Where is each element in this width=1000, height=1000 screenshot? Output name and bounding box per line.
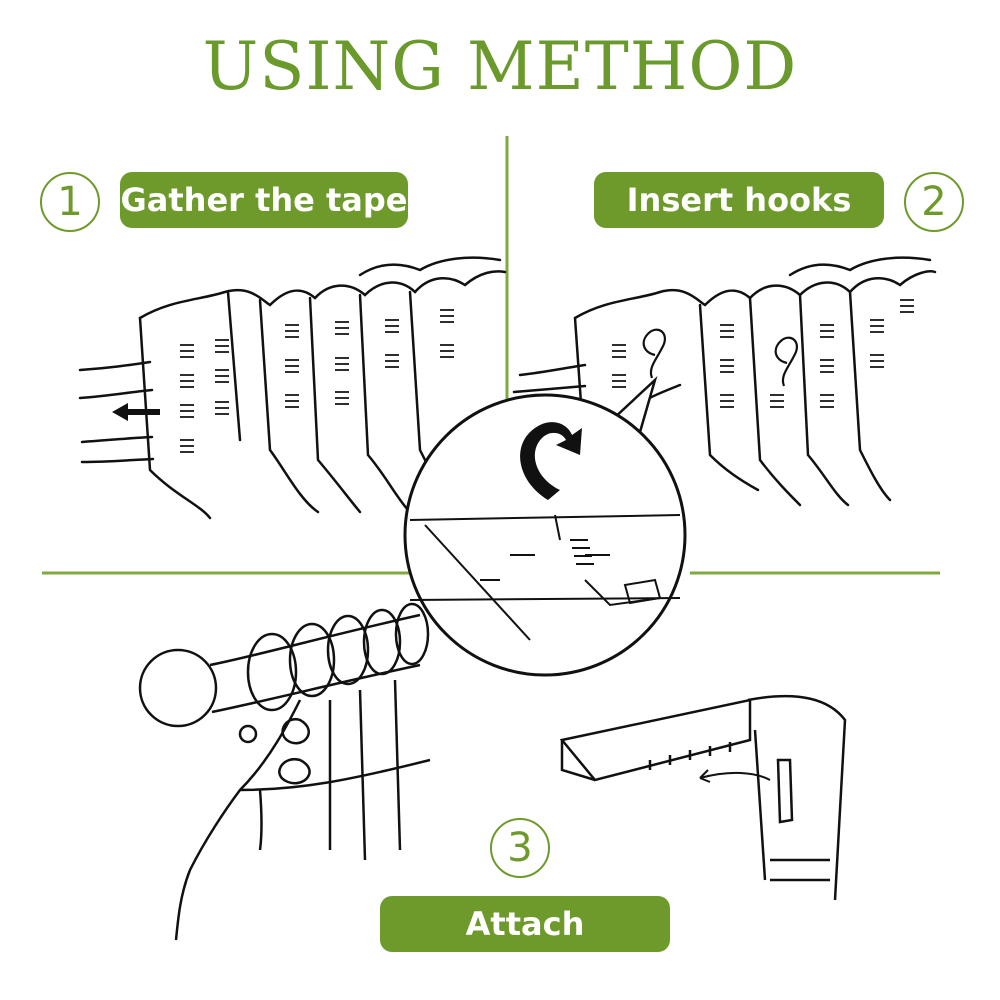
insert-hooks-drawing: [512, 256, 937, 507]
page-title: USING METHOD: [202, 28, 798, 105]
step-3-label: Attach: [380, 896, 670, 952]
hanging-curtain-drawing: [174, 679, 431, 941]
step-1-label: Gather the tape: [120, 172, 408, 228]
curtain-rod-icon: [138, 602, 430, 744]
curved-arrow-icon: [520, 422, 582, 500]
step-2-label: Insert hooks: [594, 172, 884, 228]
curtain-track-icon: [559, 698, 752, 782]
step-3-number: 3: [490, 818, 550, 878]
tape-pocket-marks: [180, 309, 454, 453]
hook-tape-marks: [612, 299, 914, 408]
gathered-tape-drawing: [78, 256, 507, 520]
step-1-number: 1: [40, 172, 100, 232]
step-2-number: 2: [904, 172, 964, 232]
magnifier-detail: [403, 376, 687, 677]
curtain-hook-icon: [642, 328, 798, 387]
arrow-left-icon: [112, 403, 160, 421]
panel-dividers: [42, 136, 940, 575]
track-curtain-drawing: [699, 694, 847, 901]
